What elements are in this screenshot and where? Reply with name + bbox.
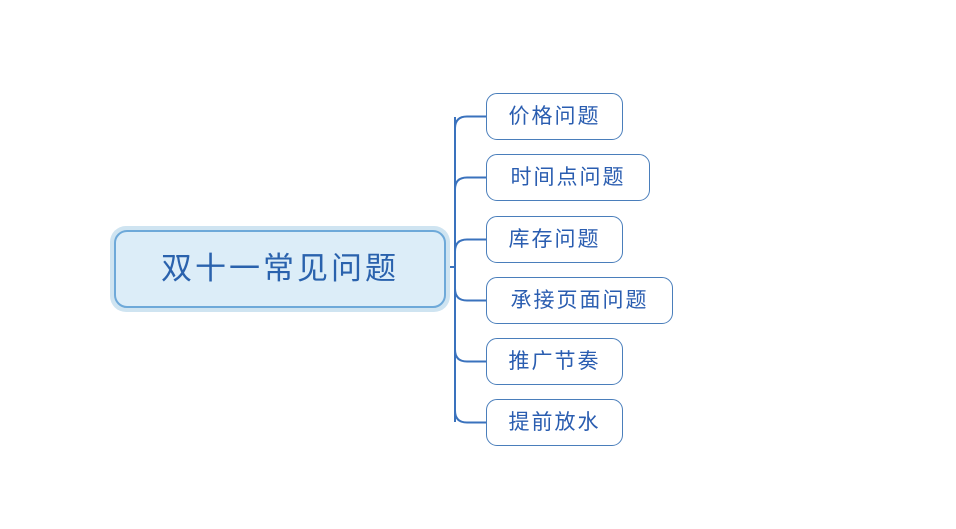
root-node-inner: 双十一常见问题 <box>114 230 446 308</box>
child-node-4[interactable]: 承接页面问题 <box>486 277 673 324</box>
child-node-label: 承接页面问题 <box>510 288 649 312</box>
child-node-3[interactable]: 库存问题 <box>486 216 623 263</box>
child-node-label: 时间点问题 <box>510 165 626 189</box>
root-node-label: 双十一常见问题 <box>161 250 399 287</box>
child-node-label: 提前放水 <box>508 410 601 434</box>
root-node[interactable]: 双十一常见问题 <box>110 226 450 312</box>
child-node-label: 库存问题 <box>508 227 601 251</box>
child-node-label: 推广节奏 <box>508 349 601 373</box>
child-node-2[interactable]: 时间点问题 <box>486 154 650 201</box>
child-node-5[interactable]: 推广节奏 <box>486 338 623 385</box>
child-node-1[interactable]: 价格问题 <box>486 93 623 140</box>
child-node-6[interactable]: 提前放水 <box>486 399 623 446</box>
child-node-label: 价格问题 <box>508 104 601 128</box>
